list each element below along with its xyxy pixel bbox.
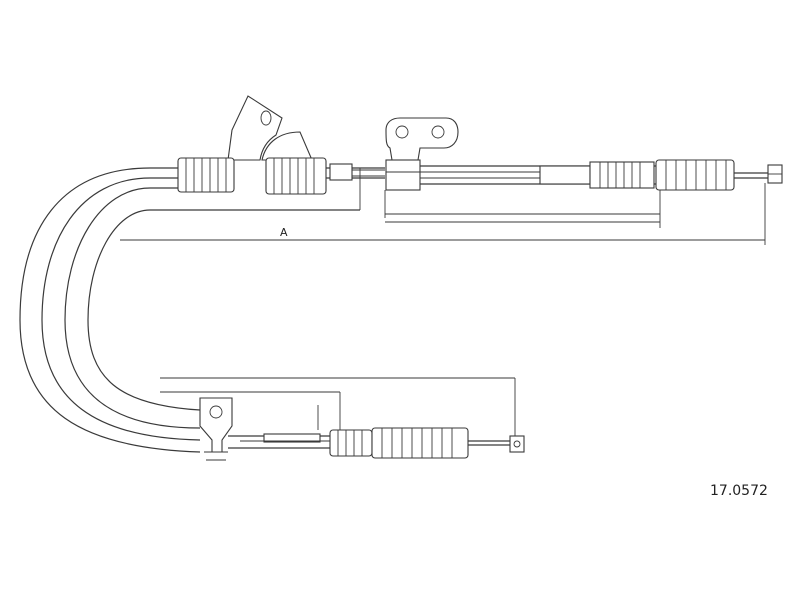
lower-end-fitting bbox=[468, 435, 525, 453]
upper-bracket bbox=[227, 95, 313, 161]
dimension-lines bbox=[120, 168, 766, 440]
part-number: 17.0572 bbox=[710, 483, 768, 499]
cable-sheath bbox=[19, 167, 360, 453]
lower-bracket bbox=[199, 397, 233, 461]
lower-cable-conduit bbox=[228, 433, 330, 449]
upper-cable-conduit bbox=[326, 163, 385, 181]
lower-boot bbox=[371, 427, 469, 459]
lower-adjuster bbox=[329, 429, 373, 457]
upper-left-boot bbox=[177, 157, 235, 193]
dimension-label: A bbox=[280, 226, 288, 239]
mounting-plate bbox=[385, 117, 459, 191]
inner-cable-sleeve bbox=[420, 161, 660, 189]
upper-end-boot bbox=[655, 159, 735, 191]
upper-end-fitting bbox=[734, 164, 783, 184]
upper-right-boot bbox=[265, 157, 327, 195]
